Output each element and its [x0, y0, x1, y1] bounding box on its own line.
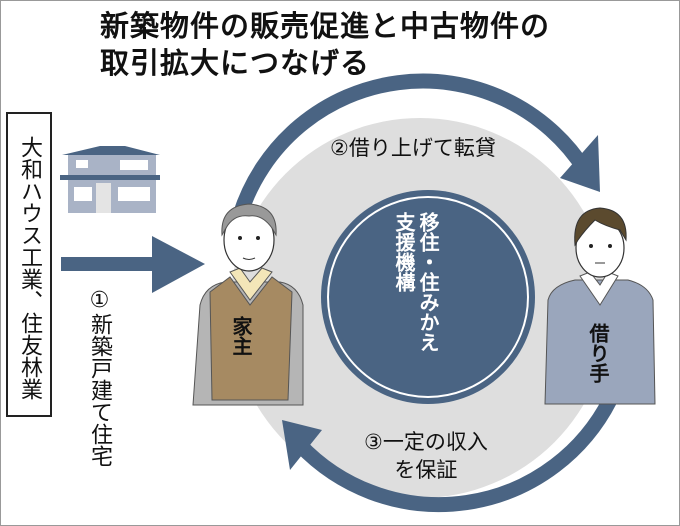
arrow-sublet-head [560, 135, 600, 192]
step3-line-2: を保証 [394, 458, 458, 482]
landlord-figure [192, 203, 304, 406]
organization-label: 移住・住みかえ 支援機構 [392, 212, 440, 352]
borrower-label: 借り手 [586, 323, 610, 383]
step1-label: ①新築戸建て住宅 [87, 288, 112, 467]
arrow-sublet [232, 73, 592, 218]
page-title: 新築物件の販売促進と中古物件の 取引拡大につなげる [100, 8, 550, 82]
arrow-supply-head [152, 236, 205, 293]
title-line-1: 新築物件の販売促進と中古物件の [100, 9, 551, 43]
borrower-figure [544, 207, 656, 405]
organization-circle-ring [327, 196, 529, 398]
title-line-2: 取引拡大につなげる [100, 46, 371, 80]
house-icon [60, 146, 160, 213]
step3-line-1: ③一定の収入 [364, 430, 488, 454]
step3-label: ③一定の収入 を保証 [364, 428, 488, 484]
arrow-supply [61, 257, 156, 271]
organization-name-1: 移住・住みかえ [416, 212, 440, 352]
step2-label: ②借り上げて転貸 [330, 136, 496, 160]
organization-circle [321, 190, 535, 404]
organization-name-2: 支援機構 [392, 212, 416, 292]
arrow-guarantee-head [282, 420, 322, 470]
developer-names: 大和ハウス工業、住友林業 [17, 135, 42, 400]
developer-box: 大和ハウス工業、住友林業 [6, 112, 52, 417]
arrow-guarantee [294, 396, 617, 513]
owner-label: 家主 [229, 316, 253, 356]
